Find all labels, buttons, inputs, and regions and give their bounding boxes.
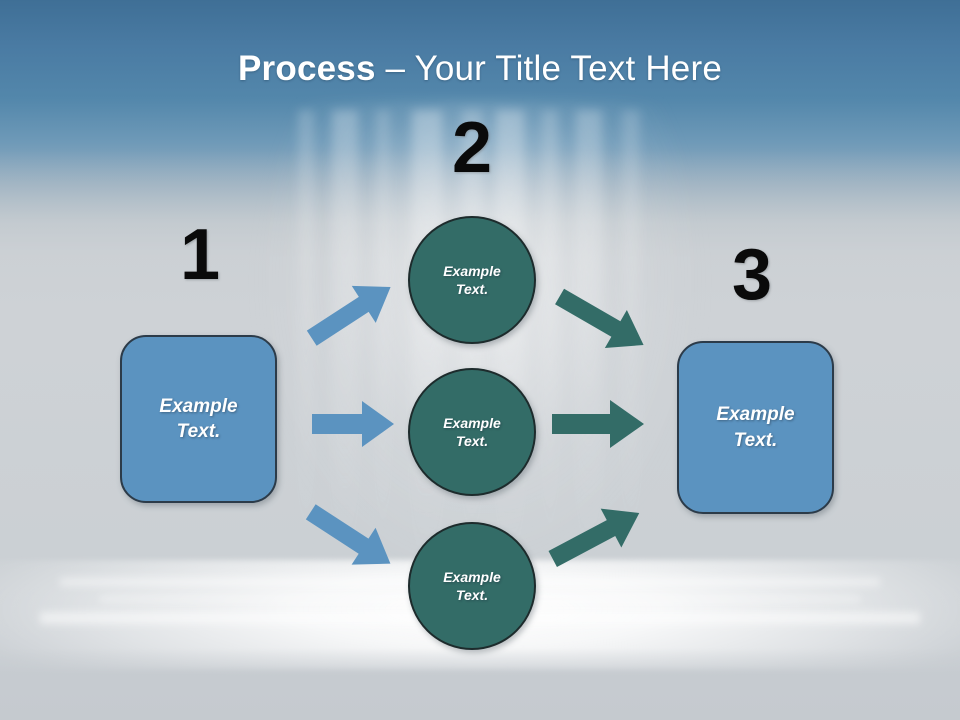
page-title: Process – Your Title Text Here bbox=[0, 49, 960, 89]
arrow-left-to-top-circle bbox=[300, 272, 404, 352]
process-box-left[interactable]: Example Text. bbox=[120, 335, 277, 503]
process-circle-middle[interactable]: Example Text. bbox=[408, 368, 536, 496]
label-line-1: Example bbox=[443, 568, 501, 585]
label-line-1: Example bbox=[716, 404, 795, 426]
process-circle-middle-label: Example Text. bbox=[443, 414, 501, 451]
floor-fade bbox=[0, 648, 960, 720]
process-box-left-label: Example Text. bbox=[159, 394, 237, 444]
label-line-2: Text. bbox=[455, 433, 489, 449]
label-line-2: Text. bbox=[733, 429, 778, 451]
label-line-2: Text. bbox=[455, 281, 489, 297]
label-line-1: Example bbox=[159, 395, 238, 417]
process-circle-top[interactable]: Example Text. bbox=[408, 216, 536, 344]
arrow-bottom-circle-to-right bbox=[541, 497, 651, 575]
page-title-rest: – Your Title Text Here bbox=[375, 49, 722, 88]
label-line-1: Example bbox=[443, 414, 501, 431]
process-circle-bottom-label: Example Text. bbox=[443, 568, 501, 605]
label-line-1: Example bbox=[443, 262, 501, 279]
arrow-middle-circle-to-right bbox=[552, 400, 644, 448]
light-beams bbox=[280, 110, 680, 580]
process-box-right-label: Example Text. bbox=[716, 402, 794, 452]
step-number-1: 1 bbox=[179, 215, 221, 295]
arrow-top-circle-to-right bbox=[548, 282, 656, 360]
label-line-2: Text. bbox=[455, 587, 489, 603]
process-box-right[interactable]: Example Text. bbox=[677, 341, 834, 514]
process-circle-top-label: Example Text. bbox=[443, 262, 501, 299]
step-number-3: 3 bbox=[731, 235, 773, 315]
step-number-2: 2 bbox=[451, 108, 493, 188]
arrow-left-to-middle-circle bbox=[312, 401, 394, 447]
arrow-left-to-bottom-circle bbox=[298, 497, 404, 579]
page-title-strong: Process bbox=[238, 49, 376, 88]
process-circle-bottom[interactable]: Example Text. bbox=[408, 522, 536, 650]
label-line-2: Text. bbox=[176, 421, 221, 442]
